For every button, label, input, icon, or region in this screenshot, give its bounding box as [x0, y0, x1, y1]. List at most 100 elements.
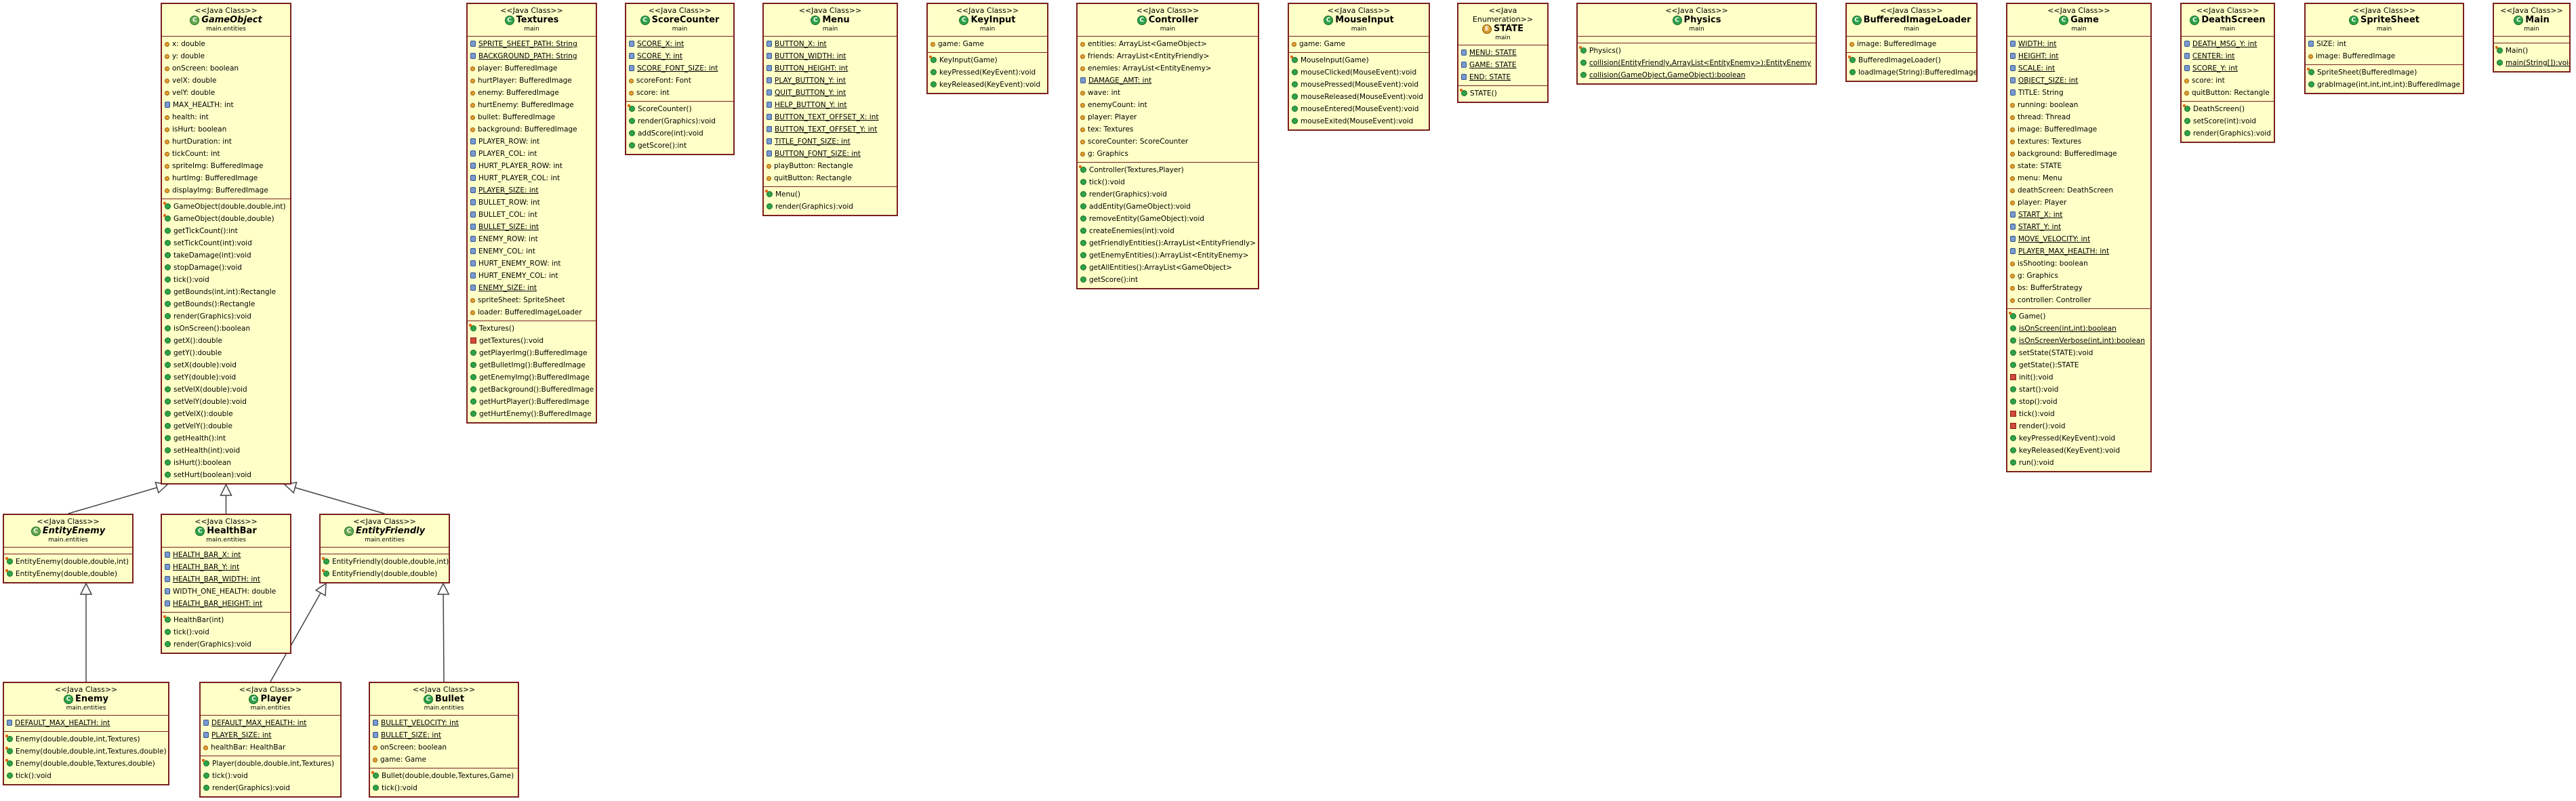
field-priv-icon	[2184, 79, 2189, 83]
field-text: entities: ArrayList<GameObject>	[1088, 40, 1207, 48]
field-text: HEALTH_BAR_WIDTH: int	[173, 575, 261, 583]
field-text: menu: Menu	[2018, 174, 2062, 182]
field-const-icon	[165, 564, 170, 570]
field-text: START_Y: int	[2018, 223, 2062, 231]
method-row: tick():void	[370, 782, 518, 794]
method-text: ScoreCounter()	[638, 105, 692, 113]
stereotype-label: <<Java Class>>	[500, 6, 563, 15]
field-const-icon	[766, 114, 772, 120]
method-ctor-icon	[202, 759, 209, 766]
method-priv-icon	[470, 337, 476, 344]
field-text: g: Graphics	[1088, 150, 1128, 158]
method-row: getVelX():double	[162, 408, 290, 420]
method-pub-icon	[165, 276, 171, 283]
method-row: loadImage(String):BufferedImage	[1847, 66, 1976, 79]
field-priv-icon	[2010, 103, 2015, 108]
method-row: getState():STATE	[2007, 359, 2150, 371]
method-text: mouseReleased(MouseEvent):void	[1301, 93, 1424, 101]
field-priv-icon	[2010, 127, 2015, 132]
field-row: HELP_BUTTON_Y: int	[764, 99, 897, 111]
method-text: removeEntity(GameObject):void	[1089, 215, 1204, 223]
field-row: PLAY_BUTTON_Y: int	[764, 75, 897, 87]
field-row: HURT_ENEMY_COL: int	[468, 270, 596, 282]
stereotype-label: <<Java Class>>	[54, 685, 118, 694]
class-icon: C	[2190, 15, 2200, 25]
method-row: render(Graphics):void	[764, 201, 897, 213]
method-text: isOnScreen():boolean	[173, 325, 251, 333]
field-row: hurtImg: BufferedImage	[162, 172, 290, 184]
method-row: mouseClicked(MouseEvent):void	[1289, 66, 1429, 79]
field-row: controller: Controller	[2007, 294, 2150, 306]
method-row: mousePressed(MouseEvent):void	[1289, 79, 1429, 91]
stereotype-label: <<Java Class>>	[2196, 6, 2260, 15]
method-text: keyReleased(KeyEvent):void	[939, 81, 1041, 89]
class-icon: C	[1324, 15, 1334, 25]
field-text: hurtImg: BufferedImage	[172, 174, 258, 182]
field-text: HURT_PLAYER_ROW: int	[478, 162, 563, 170]
field-priv-icon	[165, 176, 169, 181]
field-text: DAMAGE_AMT: int	[1088, 77, 1152, 85]
method-text: getY():double	[173, 349, 222, 357]
field-text: textures: Textures	[2018, 138, 2082, 146]
method-row: render(Graphics):void	[162, 638, 290, 651]
method-pub-icon	[165, 362, 171, 368]
field-text: HURT_ENEMY_COL: int	[478, 272, 558, 280]
method-text: setHealth(int):void	[173, 447, 241, 455]
package-label: main.entities	[206, 26, 246, 33]
field-const-icon	[766, 150, 772, 157]
class-icon: C	[195, 526, 205, 536]
field-row: PLAYER_ROW: int	[468, 136, 596, 148]
field-row: BULLET_SIZE: int	[468, 221, 596, 233]
method-row: mouseReleased(MouseEvent):void	[1289, 91, 1429, 103]
package-label: main.entities	[66, 705, 106, 712]
field-row: playButton: Rectangle	[764, 160, 897, 172]
field-const-icon	[165, 600, 170, 607]
field-text: spriteImg: BufferedImage	[172, 162, 264, 170]
method-row: grabImage(int,int,int,int):BufferedImage	[2306, 79, 2463, 91]
method-text: Enemy(double,double,int,Textures)	[16, 735, 140, 743]
method-pub-icon	[165, 629, 171, 635]
method-text: getEnemyEntities():ArrayList<EntityEnemy…	[1089, 251, 1249, 260]
method-row: setScore(int):void	[2182, 115, 2274, 127]
method-text: getHealth():int	[173, 434, 226, 443]
method-row: getScore():int	[1078, 274, 1258, 286]
fields-section: DEFAULT_MAX_HEALTH: int	[4, 716, 168, 731]
stereotype-label: <<Java Class>>	[239, 685, 302, 694]
field-row: g: Graphics	[1078, 148, 1258, 160]
field-const-icon	[2010, 211, 2016, 218]
method-text: EntityEnemy(double,double,int)	[16, 558, 129, 566]
field-text: BUTTON_HEIGHT: int	[775, 64, 849, 73]
field-const-icon	[629, 65, 634, 71]
field-priv-icon	[165, 164, 169, 169]
package-label: main	[2220, 26, 2236, 33]
field-const-icon	[470, 199, 476, 205]
field-const-icon	[629, 41, 634, 47]
field-text: PLAYER_ROW: int	[478, 138, 540, 146]
